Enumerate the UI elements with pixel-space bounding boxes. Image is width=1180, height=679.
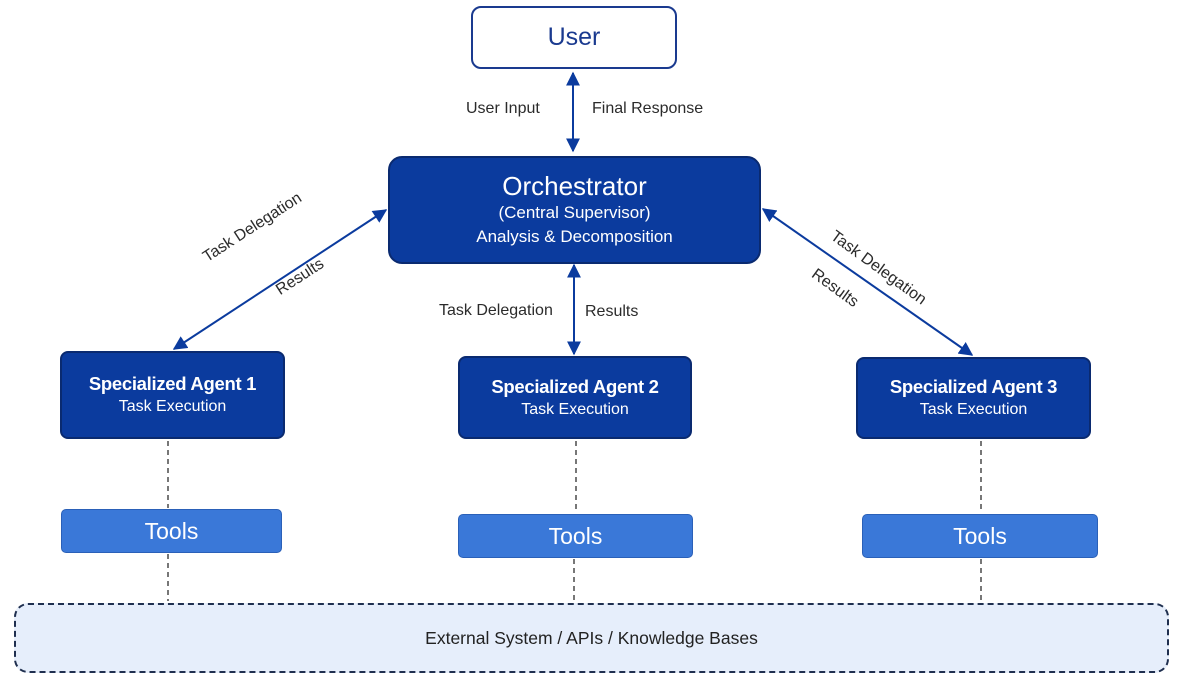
external-systems-label: External System / APIs / Knowledge Bases [425, 627, 758, 648]
orchestrator-title: Orchestrator [502, 171, 647, 201]
user-node: User [471, 6, 677, 69]
orchestrator-agent1-arrow [172, 209, 388, 350]
agent1-subtitle: Task Execution [118, 398, 227, 415]
user-input-label: User Input [466, 100, 540, 117]
tools1-node: Tools [61, 509, 282, 553]
agent2-results-label: Results [585, 303, 639, 320]
agent2-subtitle: Task Execution [521, 400, 629, 418]
agent2-delegation-label: Task Delegation [439, 302, 553, 319]
agent2-node: Specialized Agent 2 Task Execution [458, 356, 692, 439]
user-label: User [547, 23, 601, 51]
orchestrator-subtitle: (Central Supervisor) [498, 203, 651, 222]
agent2-title: Specialized Agent 2 [491, 375, 659, 397]
tools2-label: Tools [548, 522, 603, 549]
tools1-label: Tools [144, 517, 199, 544]
orchestrator-agent3-arrow [761, 208, 974, 356]
agent1-title: Specialized Agent 1 [88, 373, 257, 394]
tools3-node: Tools [862, 514, 1098, 558]
tools3-label: Tools [953, 522, 1007, 549]
orchestrator-detail: Analysis & Decomposition [476, 227, 673, 246]
tools2-node: Tools [458, 514, 693, 558]
agent3-subtitle: Task Execution [919, 401, 1028, 418]
orchestrator-node: Orchestrator (Central Supervisor) Analys… [388, 156, 761, 264]
agent1-node: Specialized Agent 1 Task Execution [60, 351, 285, 439]
agent3-title: Specialized Agent 3 [889, 376, 1058, 397]
external-systems-node: External System / APIs / Knowledge Bases [14, 603, 1169, 673]
final-response-label: Final Response [592, 100, 704, 117]
agent3-node: Specialized Agent 3 Task Execution [856, 357, 1091, 439]
